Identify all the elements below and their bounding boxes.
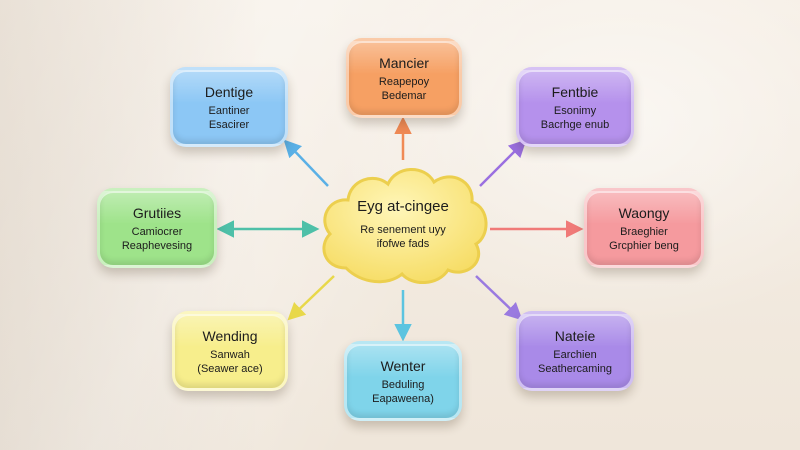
node-title: Fentbie [551,83,599,100]
center-line-1: Re senement uyy [360,224,446,236]
node-line: Eantiner [208,104,250,117]
center-node[interactable]: Eyg at-cingee Re senement uyy ifofwe fad… [316,158,490,290]
node-left[interactable]: Grutiies Camiocrer Reaphevesing [97,188,217,268]
center-title: Eyg at-cingee [357,198,449,215]
connector-bottom-left [287,275,335,321]
connector-top-left [283,139,329,187]
node-line: Esonimy [553,104,597,117]
center-line-2: ifofwe fads [376,238,430,250]
node-top-left[interactable]: Dentige Eantiner Esacirer [170,67,288,147]
node-title: Wenter [380,357,426,374]
node-line: Sanwah [210,348,250,361]
node-bottom[interactable]: Wenter Beduling Eapaweena) [344,341,462,421]
node-line: Esacirer [208,118,250,131]
node-title: Dentige [204,83,254,100]
connector-top-right [479,139,527,187]
node-line: Earchien [553,348,597,361]
node-line: Eapaweena) [372,392,434,405]
node-bottom-left[interactable]: Wending Sanwah (Seawer ace) [172,311,288,391]
node-title: Grutiies [132,204,182,221]
node-title: Wending [202,327,258,344]
node-line: Seathercaming [538,362,612,375]
node-line: Reaphevesing [121,239,193,252]
node-right[interactable]: Waongy Braeghier Grcphier beng [584,188,704,268]
node-top[interactable]: Mancier Reapepoy Bedemar [346,38,462,118]
node-title: Waongy [618,204,670,221]
node-line: Bedemar [381,89,427,102]
node-line: Camiocrer [131,225,183,238]
node-line: Bacrhge enub [540,118,610,131]
node-bottom-right[interactable]: Nateie Earchien Seathercaming [516,311,634,391]
node-top-right[interactable]: Fentbie Esonimy Bacrhge enub [516,67,634,147]
node-line: (Seawer ace) [197,362,263,375]
node-line: Grcphier beng [609,239,679,252]
node-line: Reapepoy [378,75,430,88]
node-title: Mancier [379,54,429,71]
node-line: Beduling [381,378,425,391]
node-line: Braeghier [620,225,668,238]
cloud-shape [322,168,488,284]
connector-bottom-right [475,275,523,321]
node-title: Nateie [554,327,596,344]
